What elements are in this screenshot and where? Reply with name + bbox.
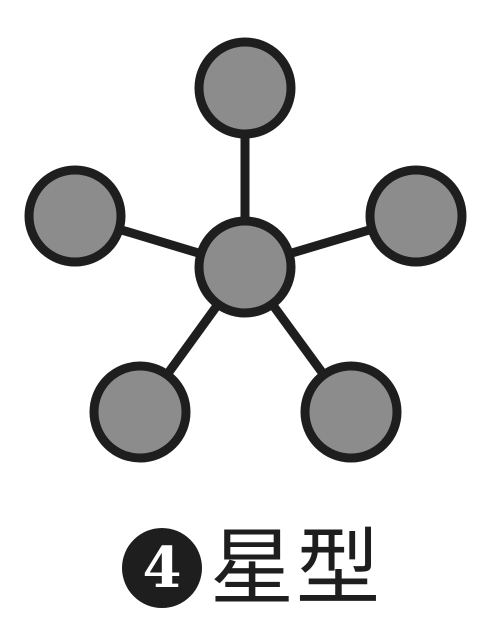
node-lower-left	[89, 361, 191, 463]
caption-number: 4	[142, 535, 182, 601]
node-top	[194, 37, 296, 139]
node-upper-right	[365, 165, 467, 267]
caption-label: 星型	[209, 519, 382, 617]
star-topology-diagram	[24, 37, 467, 463]
node-lower-right	[300, 361, 402, 463]
node-hub	[194, 216, 296, 318]
nodes-group	[24, 37, 467, 463]
caption: 4 星型	[0, 518, 504, 618]
node-upper-left	[24, 165, 126, 267]
caption-number-badge: 4	[121, 528, 202, 608]
